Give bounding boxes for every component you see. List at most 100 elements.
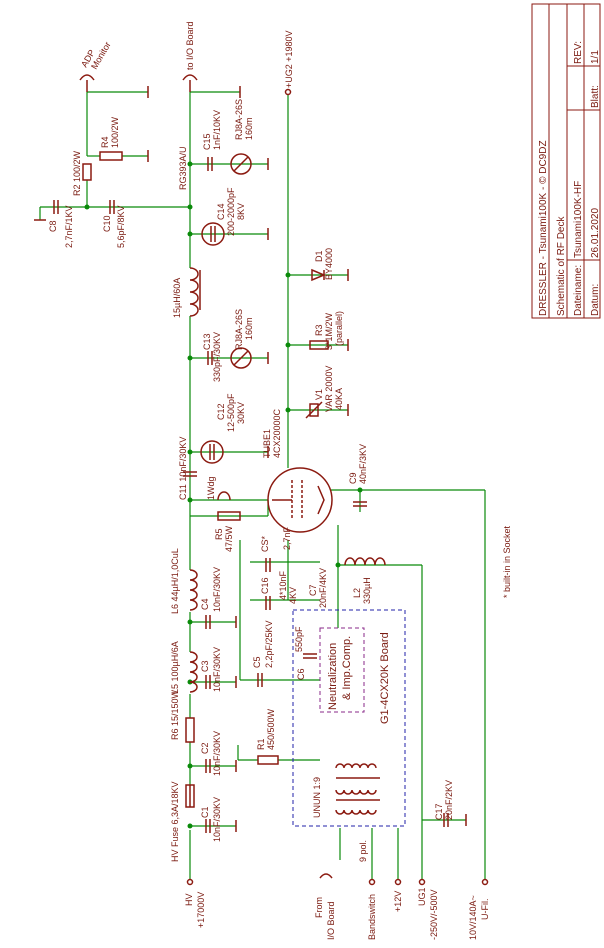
wdg-label: 1Wdg [206, 476, 216, 500]
c16-value: 4*10nF [278, 570, 288, 600]
bandswitch-terminal-icon [368, 878, 376, 886]
c15-value: 1nF/10KV [212, 110, 222, 150]
c10-ref: C10 [102, 215, 112, 232]
labels: +UG2 +1980V to I/O Board ADP Monitor R4 … [48, 21, 512, 940]
ug2-label: +UG2 +1980V [284, 30, 294, 88]
hv-label: HV [184, 893, 194, 906]
r5-ref: R5 [214, 528, 224, 540]
fil-label2: U-Fil. [480, 899, 490, 921]
p12v-terminal-icon [394, 878, 402, 886]
ug1-terminal-icon [418, 878, 426, 886]
cs-value: 2,7nF [282, 526, 292, 550]
junctions [84, 161, 363, 829]
v1-ref: V1 [314, 389, 324, 400]
r2-ref: R2 100/2W [72, 150, 82, 196]
r4-value: 100/2W [110, 116, 120, 148]
pol-label: 9 pol. [358, 840, 368, 862]
r3-value: 3*1M/2W [324, 312, 334, 350]
c16-voltage: 4KV [288, 587, 298, 604]
l2-inductor-icon [344, 557, 386, 566]
rev-label: REV: [573, 41, 584, 64]
component-symbols [34, 74, 489, 886]
adp-connector-icon [79, 74, 95, 81]
builtin-note: * built-in in Socket [502, 525, 512, 598]
cs-ref: CS* [260, 535, 270, 552]
p12v-label: +12V [393, 891, 403, 912]
wdg-loop-icon [217, 491, 231, 501]
r1-value: 450/500W [266, 708, 276, 750]
c9-ref: C9 [348, 472, 358, 484]
c13-value: 330pF/30KV [212, 332, 222, 382]
r6-label: R6 15/150W [170, 689, 180, 740]
imp-comp-label: & Imp.Comp. [341, 636, 353, 700]
rj8a-2-len: 160m [244, 317, 254, 340]
c3-value: 10nF/30KV [212, 647, 222, 692]
unun-label: UNUN 1:9 [312, 777, 322, 818]
c14-value: 200-2000pF [226, 187, 236, 236]
c13-ref: C13 [202, 333, 212, 350]
unun-transformer-icon [335, 763, 377, 769]
ug1-voltage: -250V/-500V [429, 889, 439, 940]
neutralization-label: Neutralization [327, 643, 339, 710]
from-io-label: From [314, 897, 324, 918]
v1-varistor-icon [309, 403, 319, 417]
d1-value: BY4000 [324, 248, 334, 280]
neutralization-outline [319, 627, 365, 713]
c10-value: 5,6pF/8KV [116, 205, 126, 248]
title-block: DRESSLER - Tsunami100K - © DC9DZ Schemat… [531, 3, 601, 319]
rj8a-2-label: RJ8A-26S [234, 309, 244, 350]
g1-board-label: G1-4CX20K Board [379, 632, 391, 724]
c8-ref: C8 [48, 220, 58, 232]
subtitle-text: Schematic of RF Deck [556, 216, 567, 316]
c4-value: 10nF/30KV [212, 567, 222, 612]
c5-ref: C5 [252, 656, 262, 668]
ug2-terminal-icon [284, 88, 292, 96]
hv-terminal-icon [186, 878, 194, 886]
c5-value: 2,2pF/25KV [264, 620, 274, 668]
tube-icon [267, 467, 333, 533]
l5-label: L5 100µH/6A [170, 641, 180, 694]
v1-value: VAR 2000V [324, 366, 334, 412]
c2-value: 10nF/30KV [212, 731, 222, 776]
c17-ref: C17 [434, 803, 444, 820]
from-io-connector-icon [319, 873, 333, 879]
ug1-label: UG1 [417, 887, 427, 906]
hv-voltage: +17000V [196, 892, 206, 928]
c7-ref: C7 [308, 584, 318, 596]
rj8a-2-icon [230, 347, 252, 369]
tube-ref: TUBE1 [262, 429, 272, 458]
c9-value: 40nF/3KV [358, 444, 368, 484]
g1-board-outline [292, 609, 406, 827]
c12-ref: C12 [216, 403, 226, 420]
bandswitch-label: Bandswitch [367, 894, 377, 940]
c11-label: C11 10nF/30KV [178, 437, 188, 500]
title-text: DRESSLER - Tsunami100K - © DC9DZ [538, 140, 549, 316]
c14-variable-cap-icon [201, 222, 225, 246]
c14-voltage: 8KV [236, 203, 246, 220]
datum-value: 26.01.2020 [590, 208, 601, 258]
r3-ref: R3 [314, 324, 324, 336]
c6-value: 550pF [294, 626, 304, 652]
l2-value: 330µH [362, 577, 372, 604]
c17-value: 20nF/2KV [444, 780, 454, 820]
io-board-label: to I/O Board [185, 21, 195, 70]
io-connector-icon [182, 74, 198, 81]
main-inductor-label: 15µH/60A [172, 278, 182, 318]
c2-ref: C2 [200, 742, 210, 754]
blatt-value: 1/1 [590, 50, 601, 64]
dateiname-value: Tsunami100K-HF [573, 181, 584, 258]
l6-inductor-icon [189, 569, 198, 611]
datum-label: Datum: [590, 284, 601, 316]
c8-value: 2,7nF/1KV [64, 205, 74, 248]
fil-label: 10V/140A~ [468, 895, 478, 940]
d1-ref: D1 [314, 250, 324, 262]
l5-inductor-icon [189, 651, 198, 693]
rj8a-1-label: RJ8A-26S [234, 99, 244, 140]
c12-voltage: 30KV [236, 402, 246, 424]
c3-ref: C3 [200, 660, 210, 672]
c7-value: 20nF/4KV [318, 568, 328, 608]
c1-value: 10nF/30KV [212, 797, 222, 842]
r4-ref: R4 [100, 136, 110, 148]
main-inductor-icon [189, 267, 199, 317]
